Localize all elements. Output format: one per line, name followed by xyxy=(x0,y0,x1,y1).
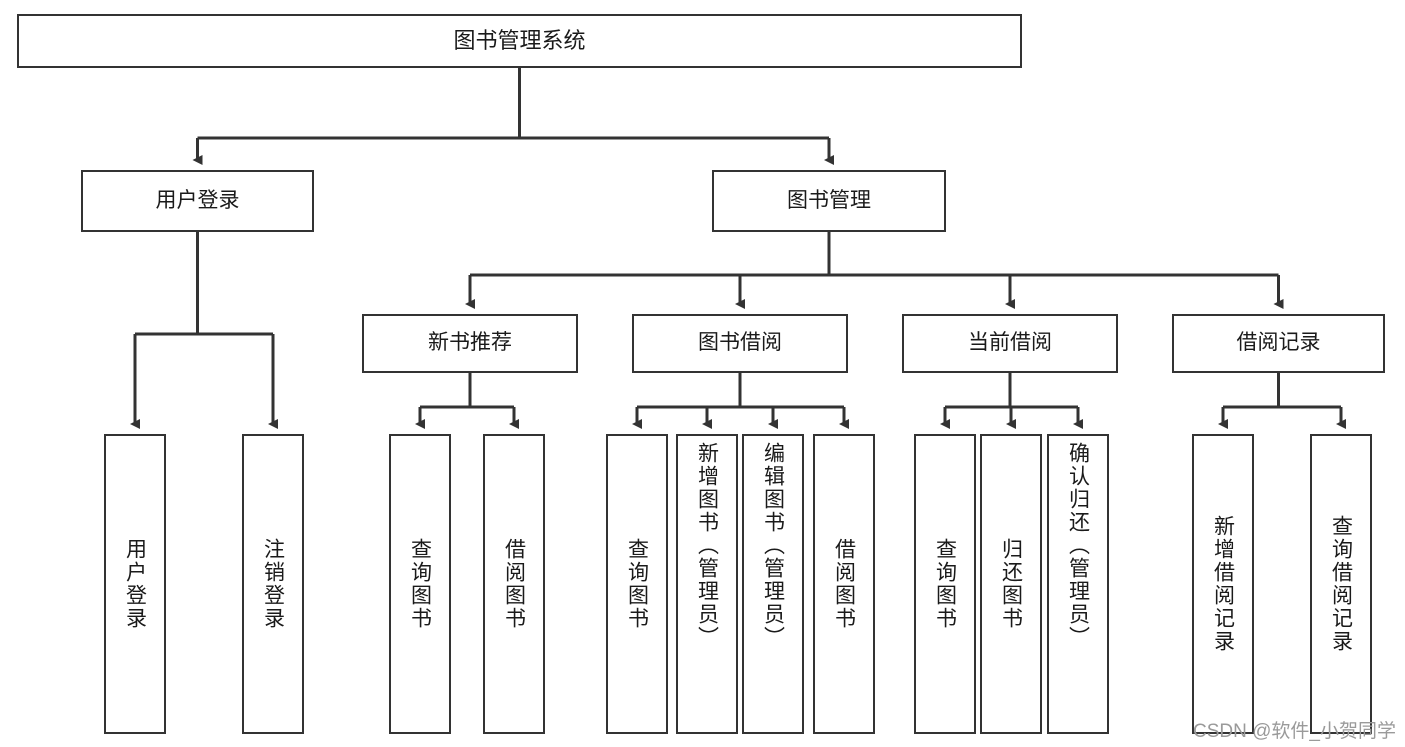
node-label: 新增借阅记录 xyxy=(1211,515,1235,653)
node-label: 借阅记录 xyxy=(1236,331,1321,355)
node-label: 注销登录 xyxy=(261,538,285,630)
node-l-1[interactable]: 用户登录 xyxy=(104,434,166,734)
node-n-login[interactable]: 用户登录 xyxy=(81,170,314,232)
node-root[interactable]: 图书管理系统 xyxy=(17,14,1022,68)
node-label: 借阅图书 xyxy=(502,538,526,630)
node-label: 用户登录 xyxy=(123,538,147,630)
node-l-8[interactable]: 借阅图书 xyxy=(813,434,875,734)
node-l-9[interactable]: 查询图书 xyxy=(914,434,976,734)
node-n-rec[interactable]: 借阅记录 xyxy=(1172,314,1385,373)
node-l-13[interactable]: 查询借阅记录 xyxy=(1310,434,1372,734)
watermark-credit: CSDN @软件_小贺同学 xyxy=(1193,721,1396,742)
node-l-12[interactable]: 新增借阅记录 xyxy=(1192,434,1254,734)
node-l-2[interactable]: 注销登录 xyxy=(242,434,304,734)
node-label: 归还图书 xyxy=(999,538,1023,630)
node-label: 图书管理系统 xyxy=(453,28,586,54)
node-label: 确认归还（管理员） xyxy=(1066,442,1090,649)
node-label: 查询图书 xyxy=(408,538,432,630)
node-n-books[interactable]: 图书管理 xyxy=(712,170,946,232)
node-label: 借阅图书 xyxy=(832,538,856,630)
node-label: 用户登录 xyxy=(155,188,240,212)
node-l-3[interactable]: 查询图书 xyxy=(389,434,451,734)
node-l-7[interactable]: 编辑图书（管理员） xyxy=(742,434,804,734)
node-n-borrow[interactable]: 图书借阅 xyxy=(632,314,848,373)
node-label: 图书借阅 xyxy=(698,331,782,355)
node-n-new[interactable]: 新书推荐 xyxy=(362,314,578,373)
node-n-cur[interactable]: 当前借阅 xyxy=(902,314,1118,373)
node-l-10[interactable]: 归还图书 xyxy=(980,434,1042,734)
node-label: 查询图书 xyxy=(625,538,649,630)
node-label: 新增图书（管理员） xyxy=(695,442,719,649)
node-label: 图书管理 xyxy=(787,188,871,212)
node-l-11[interactable]: 确认归还（管理员） xyxy=(1047,434,1109,734)
node-l-5[interactable]: 查询图书 xyxy=(606,434,668,734)
node-label: 编辑图书（管理员） xyxy=(761,442,785,649)
node-l-6[interactable]: 新增图书（管理员） xyxy=(676,434,738,734)
node-label: 当前借阅 xyxy=(968,331,1052,355)
node-label: 新书推荐 xyxy=(428,331,512,355)
node-l-4[interactable]: 借阅图书 xyxy=(483,434,545,734)
node-label: 查询借阅记录 xyxy=(1329,515,1353,653)
node-label: 查询图书 xyxy=(933,538,957,630)
